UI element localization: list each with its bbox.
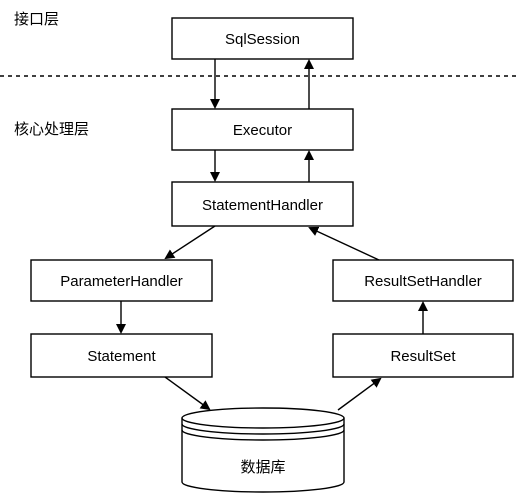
arrow-statementhandler-to-parameterhandler [164,225,216,260]
statement-node: Statement [30,333,213,378]
statement-label: Statement [87,348,156,365]
arrow-statement-to-database [164,376,211,411]
sqlsession-label: SqlSession [225,31,300,48]
resultsethandler-node: ResultSetHandler [332,259,514,302]
core-layer-label: 核心处理层 [14,121,90,138]
parameterhandler-label: ParameterHandler [60,273,183,290]
database-label: 数据库 [240,459,285,476]
statementhandler-node: StatementHandler [171,181,354,227]
executor-label: Executor [233,122,292,139]
arrow-database-to-resultset [337,377,382,411]
resultset-label: ResultSet [390,348,456,365]
statementhandler-label: StatementHandler [202,197,323,214]
arrow-resultsethandler-to-statementhandler [308,226,380,261]
executor-node: Executor [171,108,354,151]
resultsethandler-label: ResultSetHandler [364,273,482,290]
parameterhandler-node: ParameterHandler [30,259,213,302]
sqlsession-node: SqlSession [171,17,354,60]
interface-layer-label: 接口层 [14,11,60,28]
database-node: 数据库 [181,407,345,493]
resultset-node: ResultSet [332,333,514,378]
